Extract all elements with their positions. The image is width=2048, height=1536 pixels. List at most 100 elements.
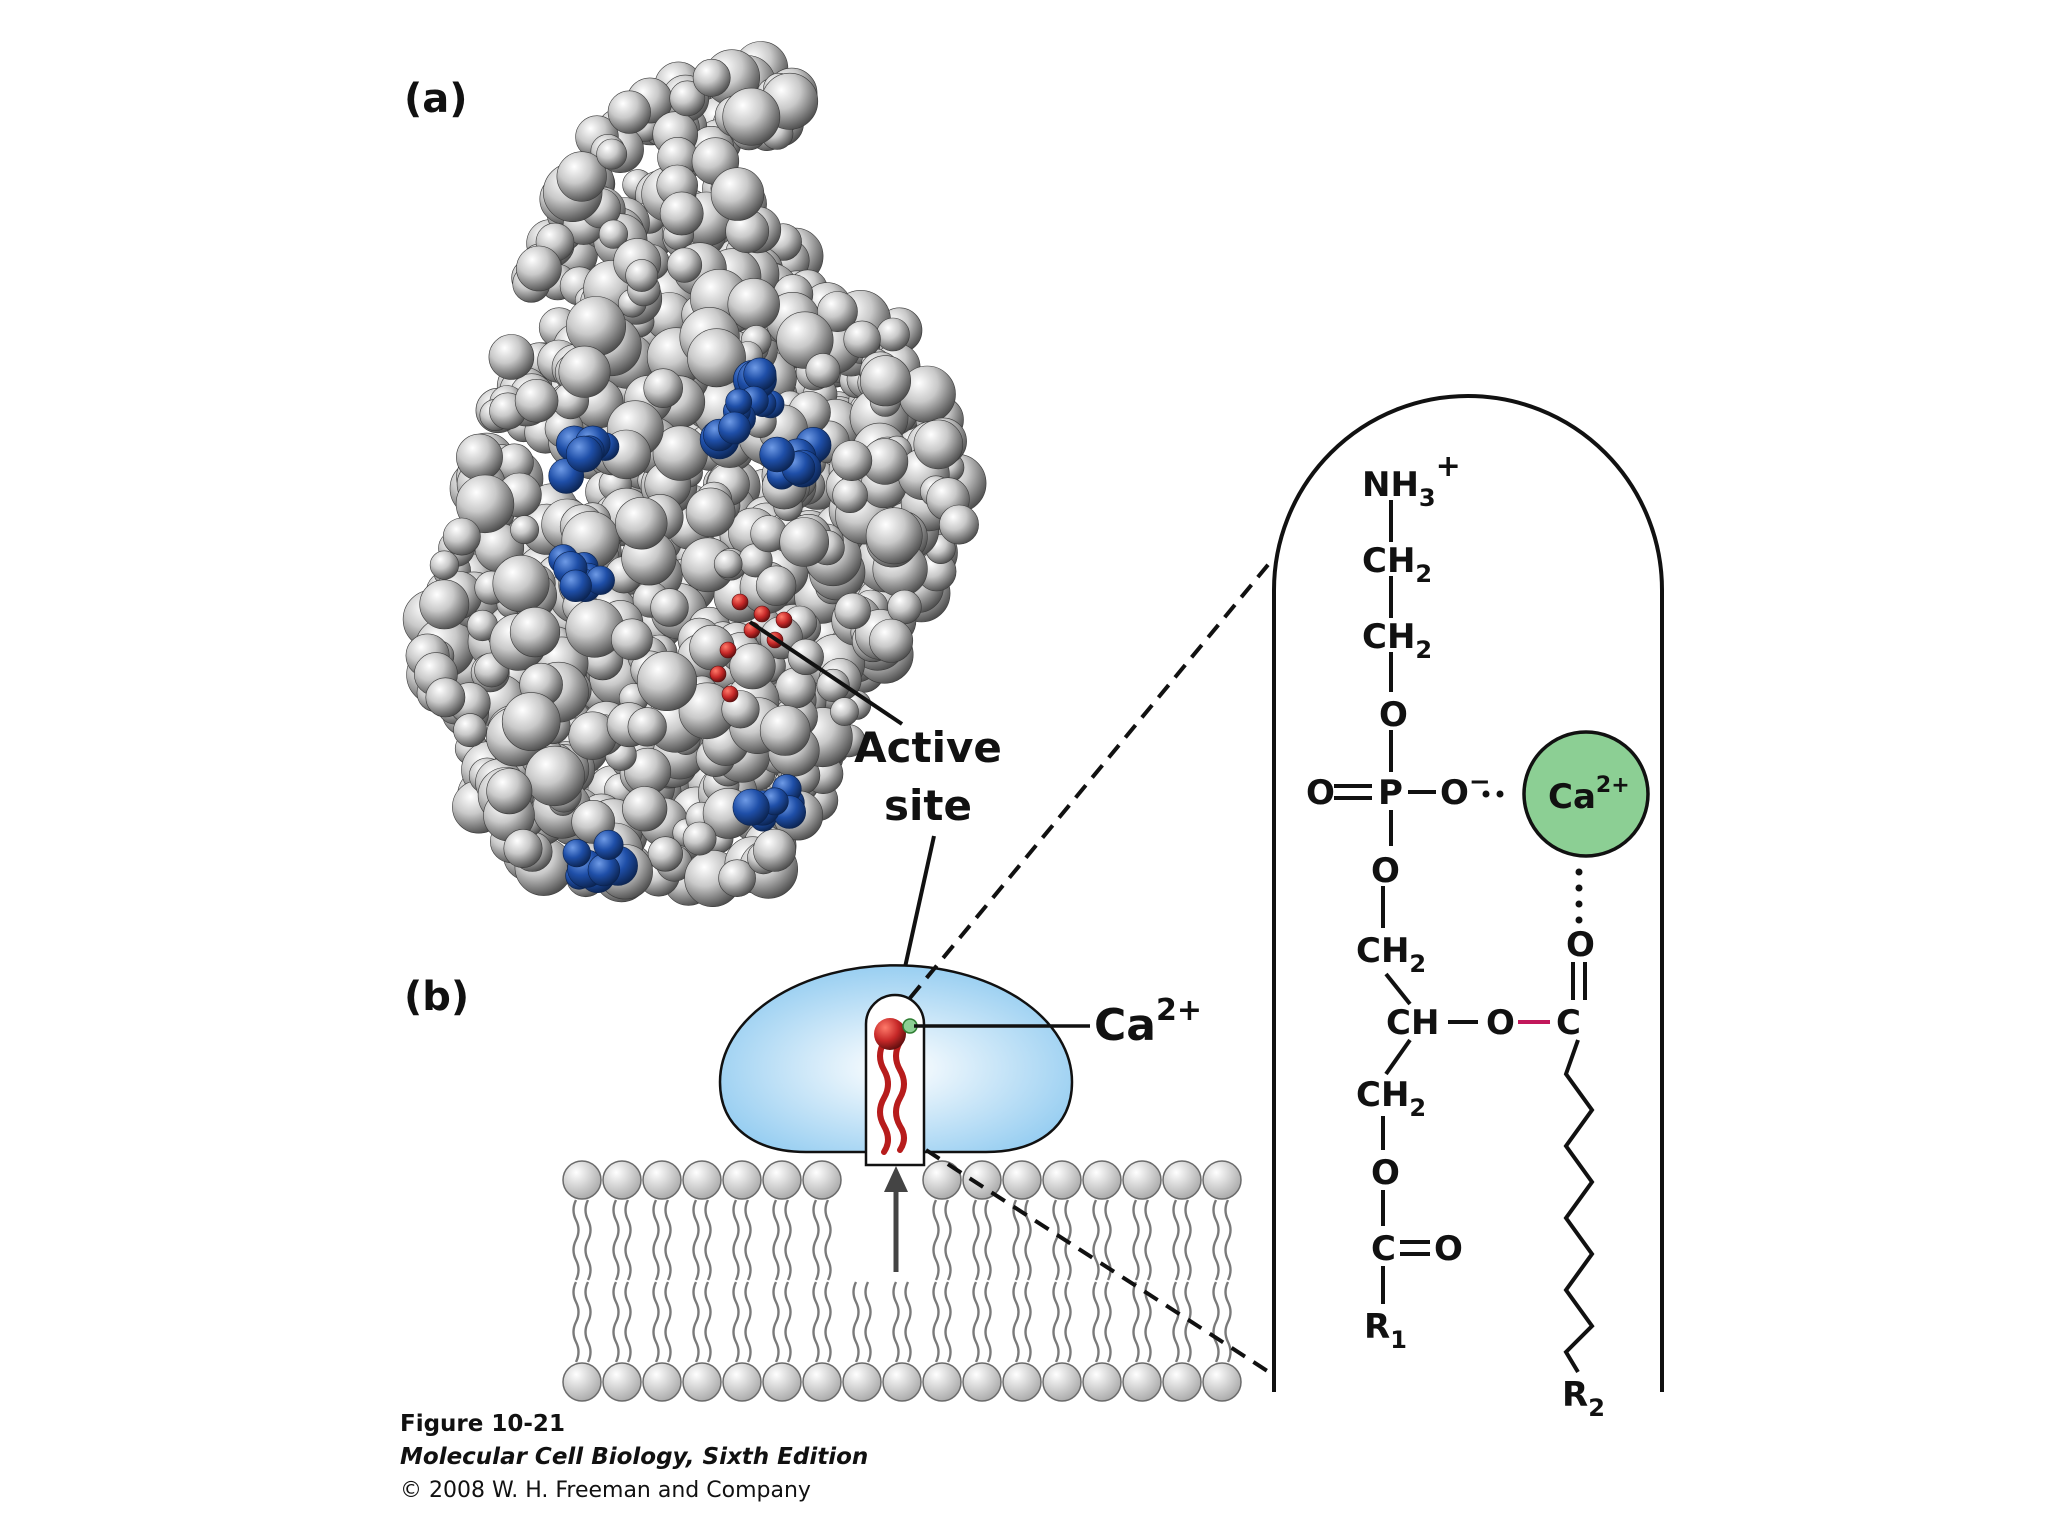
lipid-tail <box>852 1281 860 1363</box>
lipid-tail <box>744 1281 752 1363</box>
lipid-head-lower <box>1082 1362 1122 1402</box>
lipid-head-upper <box>922 1160 962 1200</box>
ch2-group-1: CH2 <box>1362 541 1432 588</box>
nh3-group: NH3+ <box>1362 449 1461 512</box>
lipid-tail <box>692 1199 700 1281</box>
surface-atom <box>429 550 460 580</box>
lipid-tail <box>1012 1199 1020 1281</box>
lipid-tail <box>704 1199 712 1281</box>
lipid-tail <box>732 1281 740 1363</box>
lipid-head-lower <box>762 1362 802 1402</box>
active-site-atom <box>721 685 739 703</box>
lipid-tail <box>1172 1281 1180 1363</box>
blue-residue-atom <box>743 357 777 391</box>
panel-b-label: (b) <box>404 974 469 1020</box>
zoom-line-top <box>908 558 1274 1000</box>
active-site-label-line1: Active <box>854 723 1002 772</box>
lipid-tail <box>1212 1199 1220 1281</box>
surface-atom <box>442 517 481 556</box>
lipid-tail <box>772 1199 780 1281</box>
substrate-tail-left <box>877 1039 891 1155</box>
active-site-pointer-a <box>748 620 904 726</box>
surface-atom <box>713 549 743 579</box>
lipid-tail <box>704 1281 712 1363</box>
lipid-tail <box>932 1199 940 1281</box>
surface-atom <box>682 821 717 856</box>
ch-group: CH <box>1386 1003 1439 1043</box>
lipid-tail <box>652 1199 660 1281</box>
surface-atom <box>687 328 746 388</box>
lipid-tail <box>624 1199 632 1281</box>
surface-atom <box>453 713 488 748</box>
phosphorus: P <box>1378 773 1403 813</box>
protein-surface <box>402 41 987 907</box>
calcium-label: Ca2+ <box>1094 993 1202 1051</box>
surface-atom <box>669 80 706 117</box>
blue-residue-atom <box>565 435 603 473</box>
surface-atom <box>887 589 922 625</box>
active-site-atom <box>709 665 727 683</box>
surface-atom <box>666 247 703 283</box>
surface-atom <box>692 58 731 97</box>
lipid-head-lower <box>842 1362 882 1402</box>
lipid-tail <box>1092 1281 1100 1363</box>
caption-copyright: © 2008 W. H. Freeman and Company <box>400 1478 811 1503</box>
surface-atom <box>722 87 781 146</box>
surface-atom <box>753 828 797 872</box>
surface-atom <box>755 565 797 606</box>
surface-atom <box>832 477 868 514</box>
carbonyl-carbon-2: C <box>1556 1003 1581 1043</box>
lipid-tail <box>984 1199 992 1281</box>
surface-atom <box>455 474 515 534</box>
lipid-tail <box>1052 1199 1060 1281</box>
surface-atom <box>729 643 776 690</box>
lipid-tail <box>824 1281 832 1363</box>
lipid-tail <box>784 1199 792 1281</box>
blue-residue-atom <box>759 436 795 473</box>
caption-book: Molecular Cell Biology, Sixth Edition <box>400 1444 869 1470</box>
lipid-head-lower <box>1162 1362 1202 1402</box>
lipid-head-lower <box>722 1362 762 1402</box>
surface-atom <box>779 517 830 567</box>
lipid-head-lower <box>602 1362 642 1402</box>
calcium-ion <box>1522 730 1650 858</box>
surface-atom <box>516 245 562 292</box>
lipid-tail <box>1104 1281 1112 1363</box>
surface-atom <box>510 515 539 545</box>
substrate-head <box>874 1018 906 1050</box>
surface-atom <box>710 167 765 221</box>
surface-atom <box>596 138 628 170</box>
r2-group: R2 <box>1562 1375 1605 1422</box>
lipid-head-lower <box>642 1362 682 1402</box>
lipid-tail <box>892 1281 900 1363</box>
surface-atom <box>524 745 585 807</box>
surface-atom <box>659 191 704 236</box>
lipid-tail <box>984 1281 992 1363</box>
carbonyl-oxygen-1: O <box>1434 1229 1463 1269</box>
lipid-head-lower <box>1002 1362 1042 1402</box>
blue-residue-atom <box>718 411 751 445</box>
surface-atom <box>425 677 466 718</box>
surface-atom <box>830 697 859 726</box>
lipid-head-lower <box>962 1362 1002 1402</box>
lipid-bilayer <box>562 1160 1242 1402</box>
lipid-tail <box>812 1281 820 1363</box>
lipid-tail <box>1144 1281 1152 1363</box>
lipid-head-upper <box>1122 1160 1162 1200</box>
zoom-line-bottom <box>924 1148 1274 1376</box>
surface-atom <box>501 692 561 751</box>
surface-atom <box>816 668 850 703</box>
lipid-head-upper <box>642 1160 682 1200</box>
lipid-head-upper <box>762 1160 802 1200</box>
blue-residue-atom <box>732 788 770 826</box>
ch2-group-4: CH2 <box>1356 1075 1426 1122</box>
substrate-tail-right <box>893 1039 907 1153</box>
lipid-tail <box>1132 1199 1140 1281</box>
lipid-tail <box>972 1199 980 1281</box>
surface-atom <box>509 606 561 658</box>
lipid-head-upper <box>802 1160 842 1200</box>
lipid-tail <box>932 1281 940 1363</box>
surface-atom <box>805 353 841 388</box>
figure-caption: Figure 10-21 Molecular Cell Biology, Six… <box>400 1408 868 1507</box>
lipid-tail <box>584 1199 592 1281</box>
